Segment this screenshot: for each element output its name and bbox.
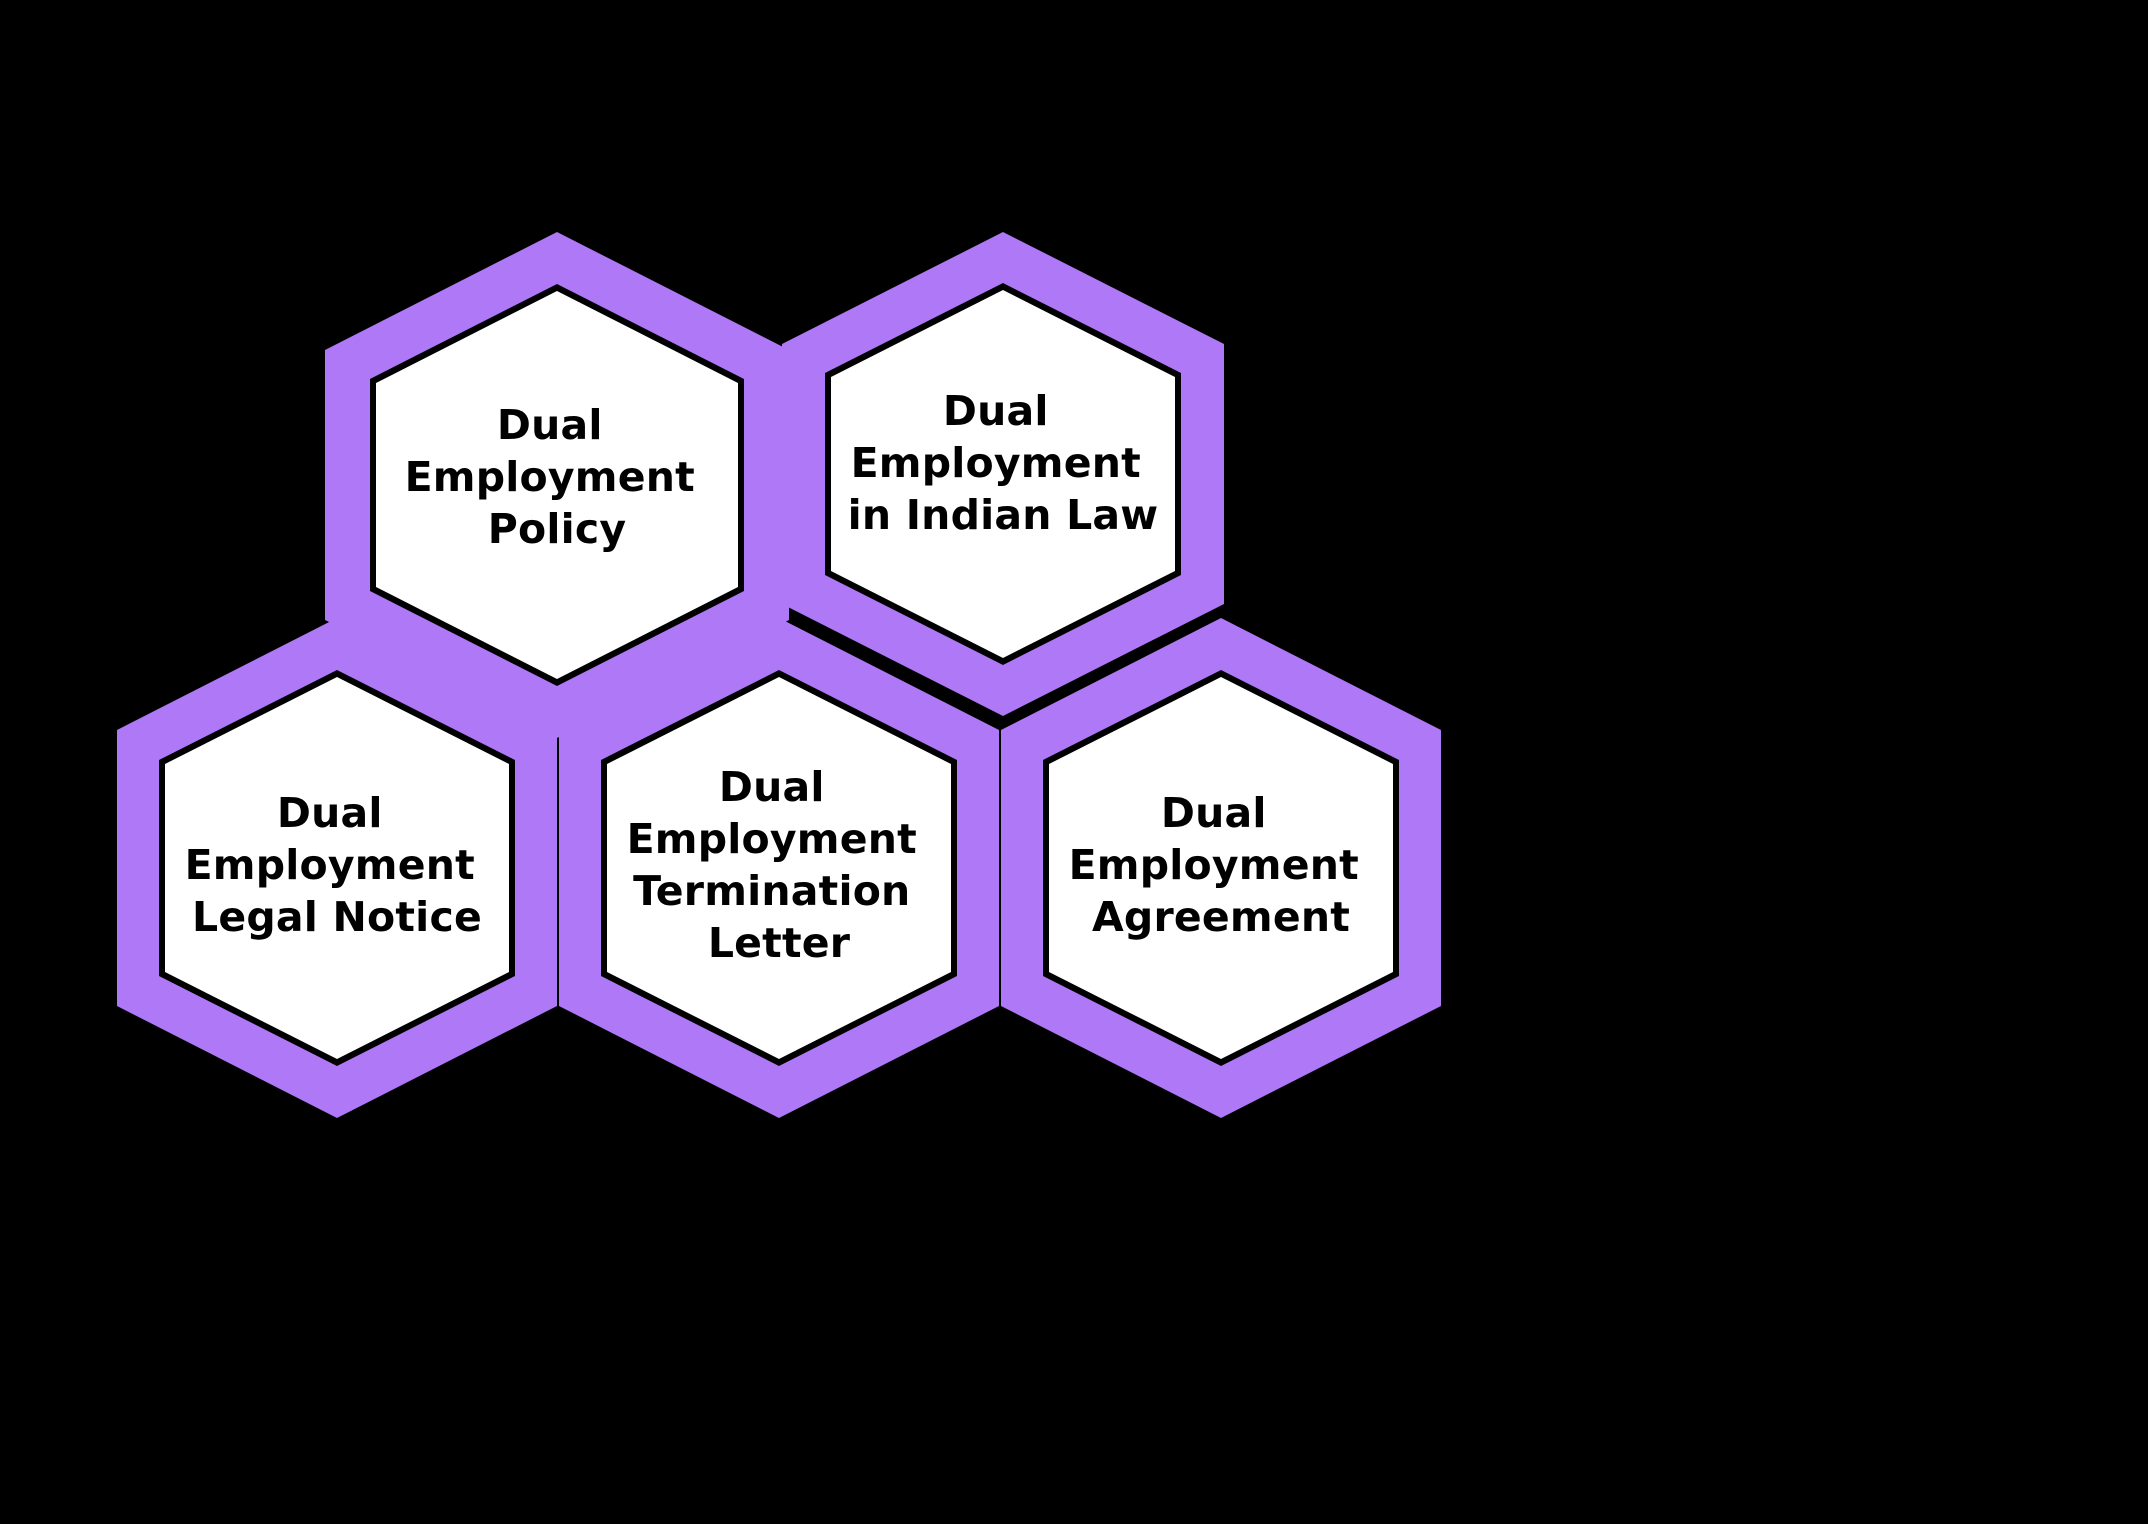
hexagon-face <box>607 677 951 1059</box>
hexagon-label-line: Dual <box>943 387 1049 435</box>
hexagon-label: Dual Employment Policy <box>405 401 710 553</box>
hexagon-label-line: Dual <box>1161 789 1267 837</box>
hexagon-label-line: Legal Notice <box>192 893 482 941</box>
hexagon-dual-employment-in-indian-law[interactable]: Dual Employment in Indian Law <box>782 232 1224 716</box>
hexagon-label-line: Letter <box>708 919 851 967</box>
hexagon-label-line: Dual <box>497 401 603 449</box>
hexagon-label-line: Agreement <box>1092 893 1350 941</box>
hexagon-label-line: Dual <box>277 789 383 837</box>
hexagon-label-line: Employment <box>627 815 917 863</box>
hexagon-label-line: Employment <box>851 439 1141 487</box>
hexagon-dual-employment-termination-letter[interactable]: Dual Employment Termination Letter <box>559 618 999 1118</box>
hexagon-dual-employment-agreement[interactable]: Dual Employment Agreement <box>1001 618 1441 1118</box>
hexagon-face <box>376 291 738 679</box>
hexagon-face <box>831 290 1175 658</box>
hexagon-face <box>165 677 509 1059</box>
hexagon-label: Dual Employment Legal Notice <box>185 789 490 941</box>
hexagon-label: Dual Employment in Indian Law <box>848 387 1159 539</box>
hexagon-label-line: Dual <box>719 763 825 811</box>
hexagon-dual-employment-policy[interactable]: Dual Employment Policy <box>325 232 789 738</box>
hexagon-dual-employment-legal-notice[interactable]: Dual Employment Legal Notice <box>117 618 557 1118</box>
hexagon-label-line: Employment <box>1069 841 1359 889</box>
hexagon-label-line: in Indian Law <box>848 491 1159 539</box>
hexagon-label-line: Policy <box>488 505 627 553</box>
hexagon-label: Dual Employment Termination Letter <box>627 763 932 967</box>
hexagon-label-line: Employment <box>405 453 695 501</box>
hexagon-label-line: Termination <box>633 867 910 915</box>
hexagon-label: Dual Employment Agreement <box>1069 789 1374 941</box>
hexagon-label-line: Employment <box>185 841 475 889</box>
hexagon-face <box>1049 677 1393 1059</box>
